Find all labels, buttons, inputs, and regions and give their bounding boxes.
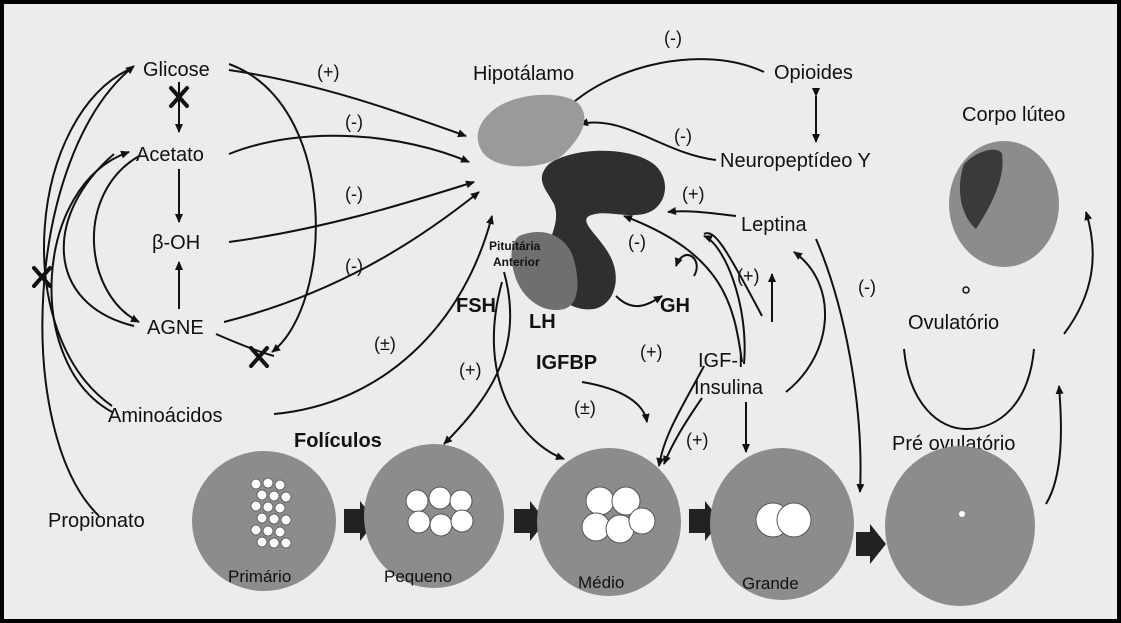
- follicle-grande: Grande: [710, 448, 854, 600]
- sign-minus-follicle: (-): [858, 277, 876, 297]
- lh-label: LH: [529, 311, 556, 333]
- follicle-pre-ovulatorio: [885, 446, 1035, 606]
- arrow-acetato-agne: [94, 156, 139, 322]
- arrow-pit-gh: [616, 296, 662, 306]
- ovulatorio-oocyte: [963, 287, 969, 293]
- propionato-label: Propionato: [48, 510, 145, 532]
- arrow-ghloop: [676, 255, 697, 276]
- follicle-label-primario: Primário: [228, 567, 291, 586]
- leptina-label: Leptina: [741, 214, 807, 236]
- corpo-luteo-label: Corpo lúteo: [962, 104, 1065, 126]
- hipotalamo-label: Hipotálamo: [473, 63, 574, 85]
- sign-plus-leptina: (+): [682, 184, 705, 204]
- follicle-label-grande: Grande: [742, 574, 799, 593]
- arrow-aminoacidos-acetato: [52, 152, 129, 412]
- pituitaria-label-1: Pituitária: [489, 239, 541, 253]
- igf1-label: IGF-I: [698, 350, 744, 372]
- follicle-label-medio: Médio: [578, 573, 624, 592]
- ovulatorio-shape: [904, 349, 1034, 429]
- sign-plus-fsh: (+): [459, 360, 482, 380]
- arrow-acetato-hipotalamo: [229, 136, 469, 162]
- arrow-pre-ovulatorio: [1046, 386, 1061, 504]
- aminoacidos-label: Aminoácidos: [108, 405, 223, 427]
- arrow-betaoh-acetato-loop: [64, 154, 134, 326]
- fsh-label: FSH: [456, 295, 496, 317]
- sign-minus-agne: (-): [345, 256, 363, 276]
- ovulation-structures: [904, 141, 1059, 429]
- sign-plus-igf: (+): [737, 266, 760, 286]
- sign-minus-npy: (-): [674, 126, 692, 146]
- arrow-leptina-pituitaria: [668, 211, 736, 216]
- arrow-leptina-follicle: [816, 239, 861, 492]
- sign-plusminus-aminoacidos: (±): [374, 334, 396, 354]
- sign-minus-opioides: (-): [664, 28, 682, 48]
- arrow-block-4: [856, 524, 886, 564]
- pituitaria-label-2: Anterior: [493, 255, 540, 269]
- sign-minus-acetato: (-): [345, 112, 363, 132]
- arrow-glicose-agne: [229, 64, 316, 352]
- follicle-label-pequeno: Pequeno: [384, 567, 452, 586]
- sign-plus-insulina: (+): [686, 430, 709, 450]
- block-mark-left: [34, 268, 50, 286]
- follicle-primario: Primário: [192, 451, 336, 591]
- arrow-opioides-hipotalamo: [567, 59, 764, 108]
- regulation-diagram: Pituitária Anterior Glicose Acetato β-OH…: [4, 4, 1121, 623]
- acetato-label: Acetato: [136, 144, 204, 166]
- follicle-medio: Médio: [537, 448, 681, 596]
- follicle-pequeno: Pequeno: [364, 444, 504, 588]
- sign-minus-betaoh: (-): [345, 184, 363, 204]
- neuropeptideo-label: Neuropeptídeo Y: [720, 150, 871, 172]
- gh-label: GH: [660, 295, 690, 317]
- arrow-ins-leptina-curve: [786, 252, 825, 392]
- igfbp-label: IGFBP: [536, 352, 597, 374]
- opioides-label: Opioides: [774, 62, 853, 84]
- insulina-label: Insulina: [694, 377, 764, 399]
- glicose-label: Glicose: [143, 59, 210, 81]
- ovulatorio-label: Ovulatório: [908, 312, 999, 334]
- sign-plusminus-igfbp: (±): [574, 398, 596, 418]
- sign-plus-glicose: (+): [317, 62, 340, 82]
- follicle-row: Primário Pequeno Médio: [192, 444, 1035, 606]
- arrow-propionato-glicose: [42, 66, 134, 516]
- foliculos-label: Folículos: [294, 430, 382, 452]
- sign-plus-igfbp: (+): [640, 342, 663, 362]
- beta-oh-label: β-OH: [152, 232, 200, 254]
- sign-minus-gh: (-): [628, 232, 646, 252]
- agne-label: AGNE: [147, 317, 204, 339]
- arrow-ovulatorio-corpo: [1064, 212, 1093, 334]
